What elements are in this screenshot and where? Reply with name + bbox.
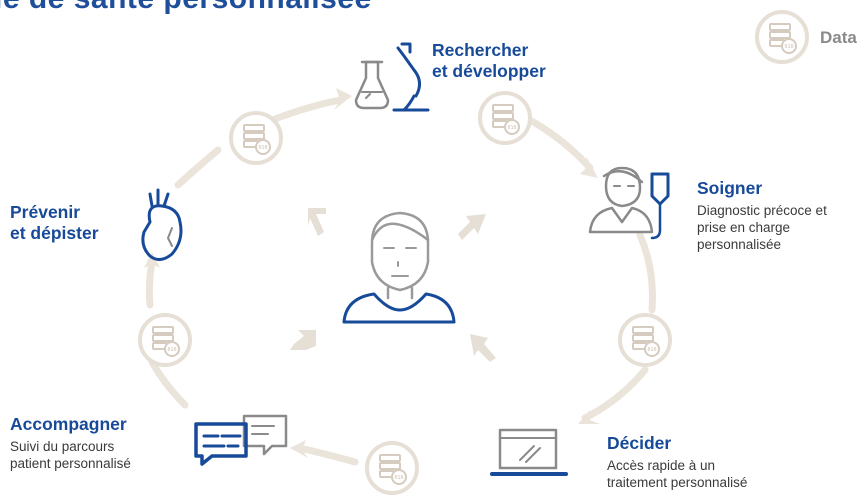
step-prevenir-title-line2: et dépister (10, 223, 99, 243)
cycle-arrowhead (144, 252, 160, 268)
cycle-arc-7 (145, 258, 156, 309)
lab-microscope-icon (354, 42, 430, 112)
step-decider-desc-line2: traitement personnalisé (607, 475, 748, 490)
cycle-arrowhead (334, 88, 352, 110)
step-rechercher-title-line1: Rechercher (432, 40, 529, 60)
nurse-iv-drip-icon (588, 166, 670, 240)
cycle-arrowhead (290, 440, 308, 458)
data-node-icon (138, 313, 192, 367)
cycle-arc-2 (526, 116, 594, 172)
cycle-arc-4 (581, 366, 649, 422)
step-soigner-desc-line1: Diagnostic précoce et (697, 203, 827, 218)
step-soigner-desc-line3: personnalisée (697, 237, 782, 252)
data-node-icon (618, 313, 672, 367)
chat-bubbles-icon (194, 414, 288, 466)
data-node-icon (229, 111, 283, 165)
step-accompagner-desc: Suivi du parcours patient personnalisé (10, 438, 131, 472)
step-prevenir-title-line1: Prévenir (10, 202, 81, 222)
step-decider-desc: Accès rapide à un traitement personnalis… (607, 457, 747, 491)
patient-person-icon (342, 211, 456, 324)
data-node-icon (365, 441, 419, 495)
cycle-arc-6 (148, 358, 189, 409)
cycle-arc-8 (174, 146, 222, 189)
step-soigner-desc-line2: prise en charge (697, 220, 791, 235)
cycle-arrowhead (578, 410, 600, 424)
step-decider-title: Décider (607, 433, 672, 453)
cycle-arrowhead (580, 156, 598, 178)
step-prevenir-title: Prévenir et dépister (10, 202, 99, 244)
step-soigner-title: Soigner (697, 178, 763, 198)
step-decider-desc-line1: Accès rapide à un (607, 458, 716, 473)
cycle-arc-5 (296, 444, 359, 466)
step-rechercher-title: Rechercher et développer (432, 40, 546, 82)
laptop-icon (490, 428, 568, 476)
step-soigner-desc: Diagnostic précoce et prise en charge pe… (697, 202, 827, 253)
legend-data-icon (755, 10, 809, 64)
step-accompagner-title: Accompagner (10, 414, 127, 434)
inner-arrows (290, 208, 496, 362)
step-rechercher-title-line2: et développer (432, 61, 546, 81)
data-node-icon (478, 91, 532, 145)
step-accompagner-desc-line1: Suivi du parcours (10, 439, 115, 454)
heart-icon (141, 188, 183, 261)
step-accompagner-desc-line2: patient personnalisé (10, 456, 131, 471)
page-title: le de santé personnalisée (0, 0, 372, 16)
cycle-arc-3 (636, 231, 656, 314)
legend-data-label: Data (820, 28, 857, 47)
